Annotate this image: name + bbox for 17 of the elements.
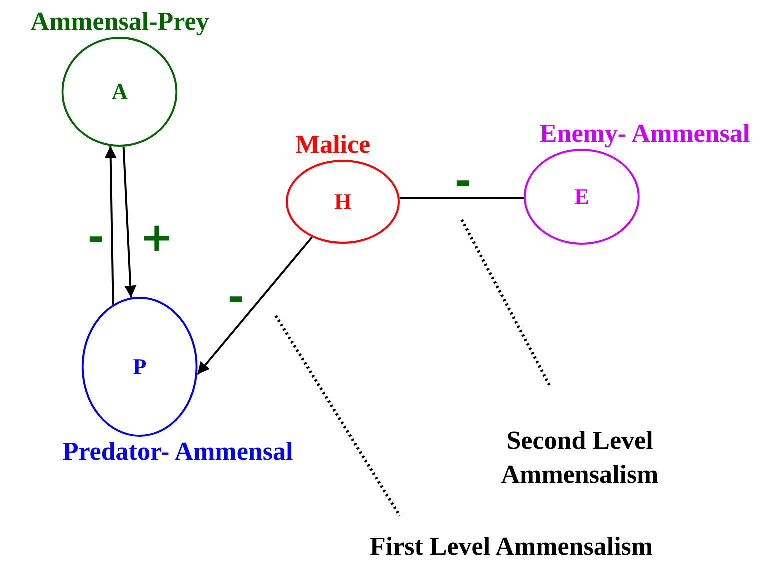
edge-label: - <box>454 162 472 202</box>
node-letter: A <box>112 81 128 103</box>
arrow <box>104 146 117 305</box>
edge-label: - <box>228 278 244 318</box>
node-letter: E <box>574 186 590 208</box>
node-letter: P <box>133 356 147 378</box>
node-heading: Predator- Ammensal <box>62 437 294 467</box>
arrow <box>122 146 137 298</box>
node-heading: Malice <box>295 130 371 160</box>
level-label: Second Level Ammensalism <box>500 425 660 491</box>
node-heading: Enemy- Ammensal <box>540 119 750 149</box>
level-label: First Level Ammensalism <box>370 532 654 562</box>
arrow <box>196 236 314 376</box>
edge-label: + <box>140 218 174 258</box>
node-heading: Ammensal-Prey <box>30 7 210 37</box>
node-letter: H <box>334 191 352 213</box>
edge-label: - <box>88 218 104 258</box>
